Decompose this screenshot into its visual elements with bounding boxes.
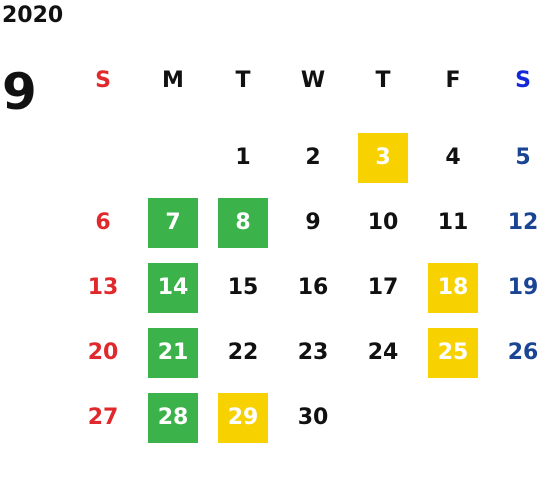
empty-day-cell	[138, 125, 208, 190]
empty-day-cell	[418, 385, 488, 450]
day-number: 17	[367, 275, 399, 300]
day-number: 16	[297, 275, 329, 300]
day-number: 22	[227, 340, 259, 365]
day-cell-18[interactable]: 18	[418, 255, 488, 320]
day-number: 7	[148, 197, 198, 248]
day-cell-21[interactable]: 21	[138, 320, 208, 385]
day-cell-8[interactable]: 8	[208, 190, 278, 255]
day-cell-1[interactable]: 1	[208, 125, 278, 190]
day-cell-3[interactable]: 3	[348, 125, 418, 190]
day-cell-6[interactable]: 6	[68, 190, 138, 255]
day-cell-30[interactable]: 30	[278, 385, 348, 450]
weekday-header-sunday: S	[95, 67, 111, 93]
day-number: 24	[367, 340, 399, 365]
day-number: 15	[227, 275, 259, 300]
day-number: 1	[235, 145, 251, 170]
day-number: 28	[148, 392, 198, 443]
empty-day-cell	[348, 385, 418, 450]
day-cell-19[interactable]: 19	[488, 255, 548, 320]
day-number: 30	[297, 405, 329, 430]
calendar-year: 2020	[2, 3, 64, 28]
day-number: 21	[148, 327, 198, 378]
day-number: 25	[428, 327, 478, 378]
day-number: 2	[305, 145, 321, 170]
day-cell-10[interactable]: 10	[348, 190, 418, 255]
day-cell-29[interactable]: 29	[208, 385, 278, 450]
weekday-header-saturday: S	[515, 67, 531, 93]
day-number: 8	[218, 197, 268, 248]
day-cell-27[interactable]: 27	[68, 385, 138, 450]
day-number: 5	[515, 145, 531, 170]
day-cell-13[interactable]: 13	[68, 255, 138, 320]
weekday-header-friday: F	[445, 67, 461, 93]
day-number: 13	[87, 275, 119, 300]
weekday-header-monday: M	[162, 67, 184, 93]
day-number: 19	[507, 275, 539, 300]
day-cell-17[interactable]: 17	[348, 255, 418, 320]
day-number: 3	[358, 132, 408, 183]
weekday-header-wednesday: W	[300, 67, 326, 93]
day-number: 18	[428, 262, 478, 313]
day-cell-23[interactable]: 23	[278, 320, 348, 385]
day-cell-7[interactable]: 7	[138, 190, 208, 255]
day-cell-26[interactable]: 26	[488, 320, 548, 385]
day-cell-9[interactable]: 9	[278, 190, 348, 255]
day-number: 27	[87, 405, 119, 430]
weekday-header-thursday: T	[375, 67, 391, 93]
day-cell-28[interactable]: 28	[138, 385, 208, 450]
day-number: 26	[507, 340, 539, 365]
day-number: 14	[148, 262, 198, 313]
day-number: 12	[507, 210, 539, 235]
day-cell-11[interactable]: 11	[418, 190, 488, 255]
empty-day-cell	[68, 125, 138, 190]
day-cell-20[interactable]: 20	[68, 320, 138, 385]
day-cell-5[interactable]: 5	[488, 125, 548, 190]
day-cell-24[interactable]: 24	[348, 320, 418, 385]
day-number: 9	[305, 210, 321, 235]
empty-day-cell	[488, 385, 548, 450]
day-cell-15[interactable]: 15	[208, 255, 278, 320]
day-number: 6	[95, 210, 111, 235]
day-number: 10	[367, 210, 399, 235]
day-number: 11	[437, 210, 469, 235]
day-number: 23	[297, 340, 329, 365]
weekday-header-tuesday: T	[235, 67, 251, 93]
day-cell-14[interactable]: 14	[138, 255, 208, 320]
day-number: 29	[218, 392, 268, 443]
day-cell-16[interactable]: 16	[278, 255, 348, 320]
day-number: 20	[87, 340, 119, 365]
calendar-month: 9	[2, 63, 37, 121]
day-cell-22[interactable]: 22	[208, 320, 278, 385]
day-cell-2[interactable]: 2	[278, 125, 348, 190]
day-number: 4	[445, 145, 461, 170]
day-cell-25[interactable]: 25	[418, 320, 488, 385]
day-cell-12[interactable]: 12	[488, 190, 548, 255]
day-cell-4[interactable]: 4	[418, 125, 488, 190]
